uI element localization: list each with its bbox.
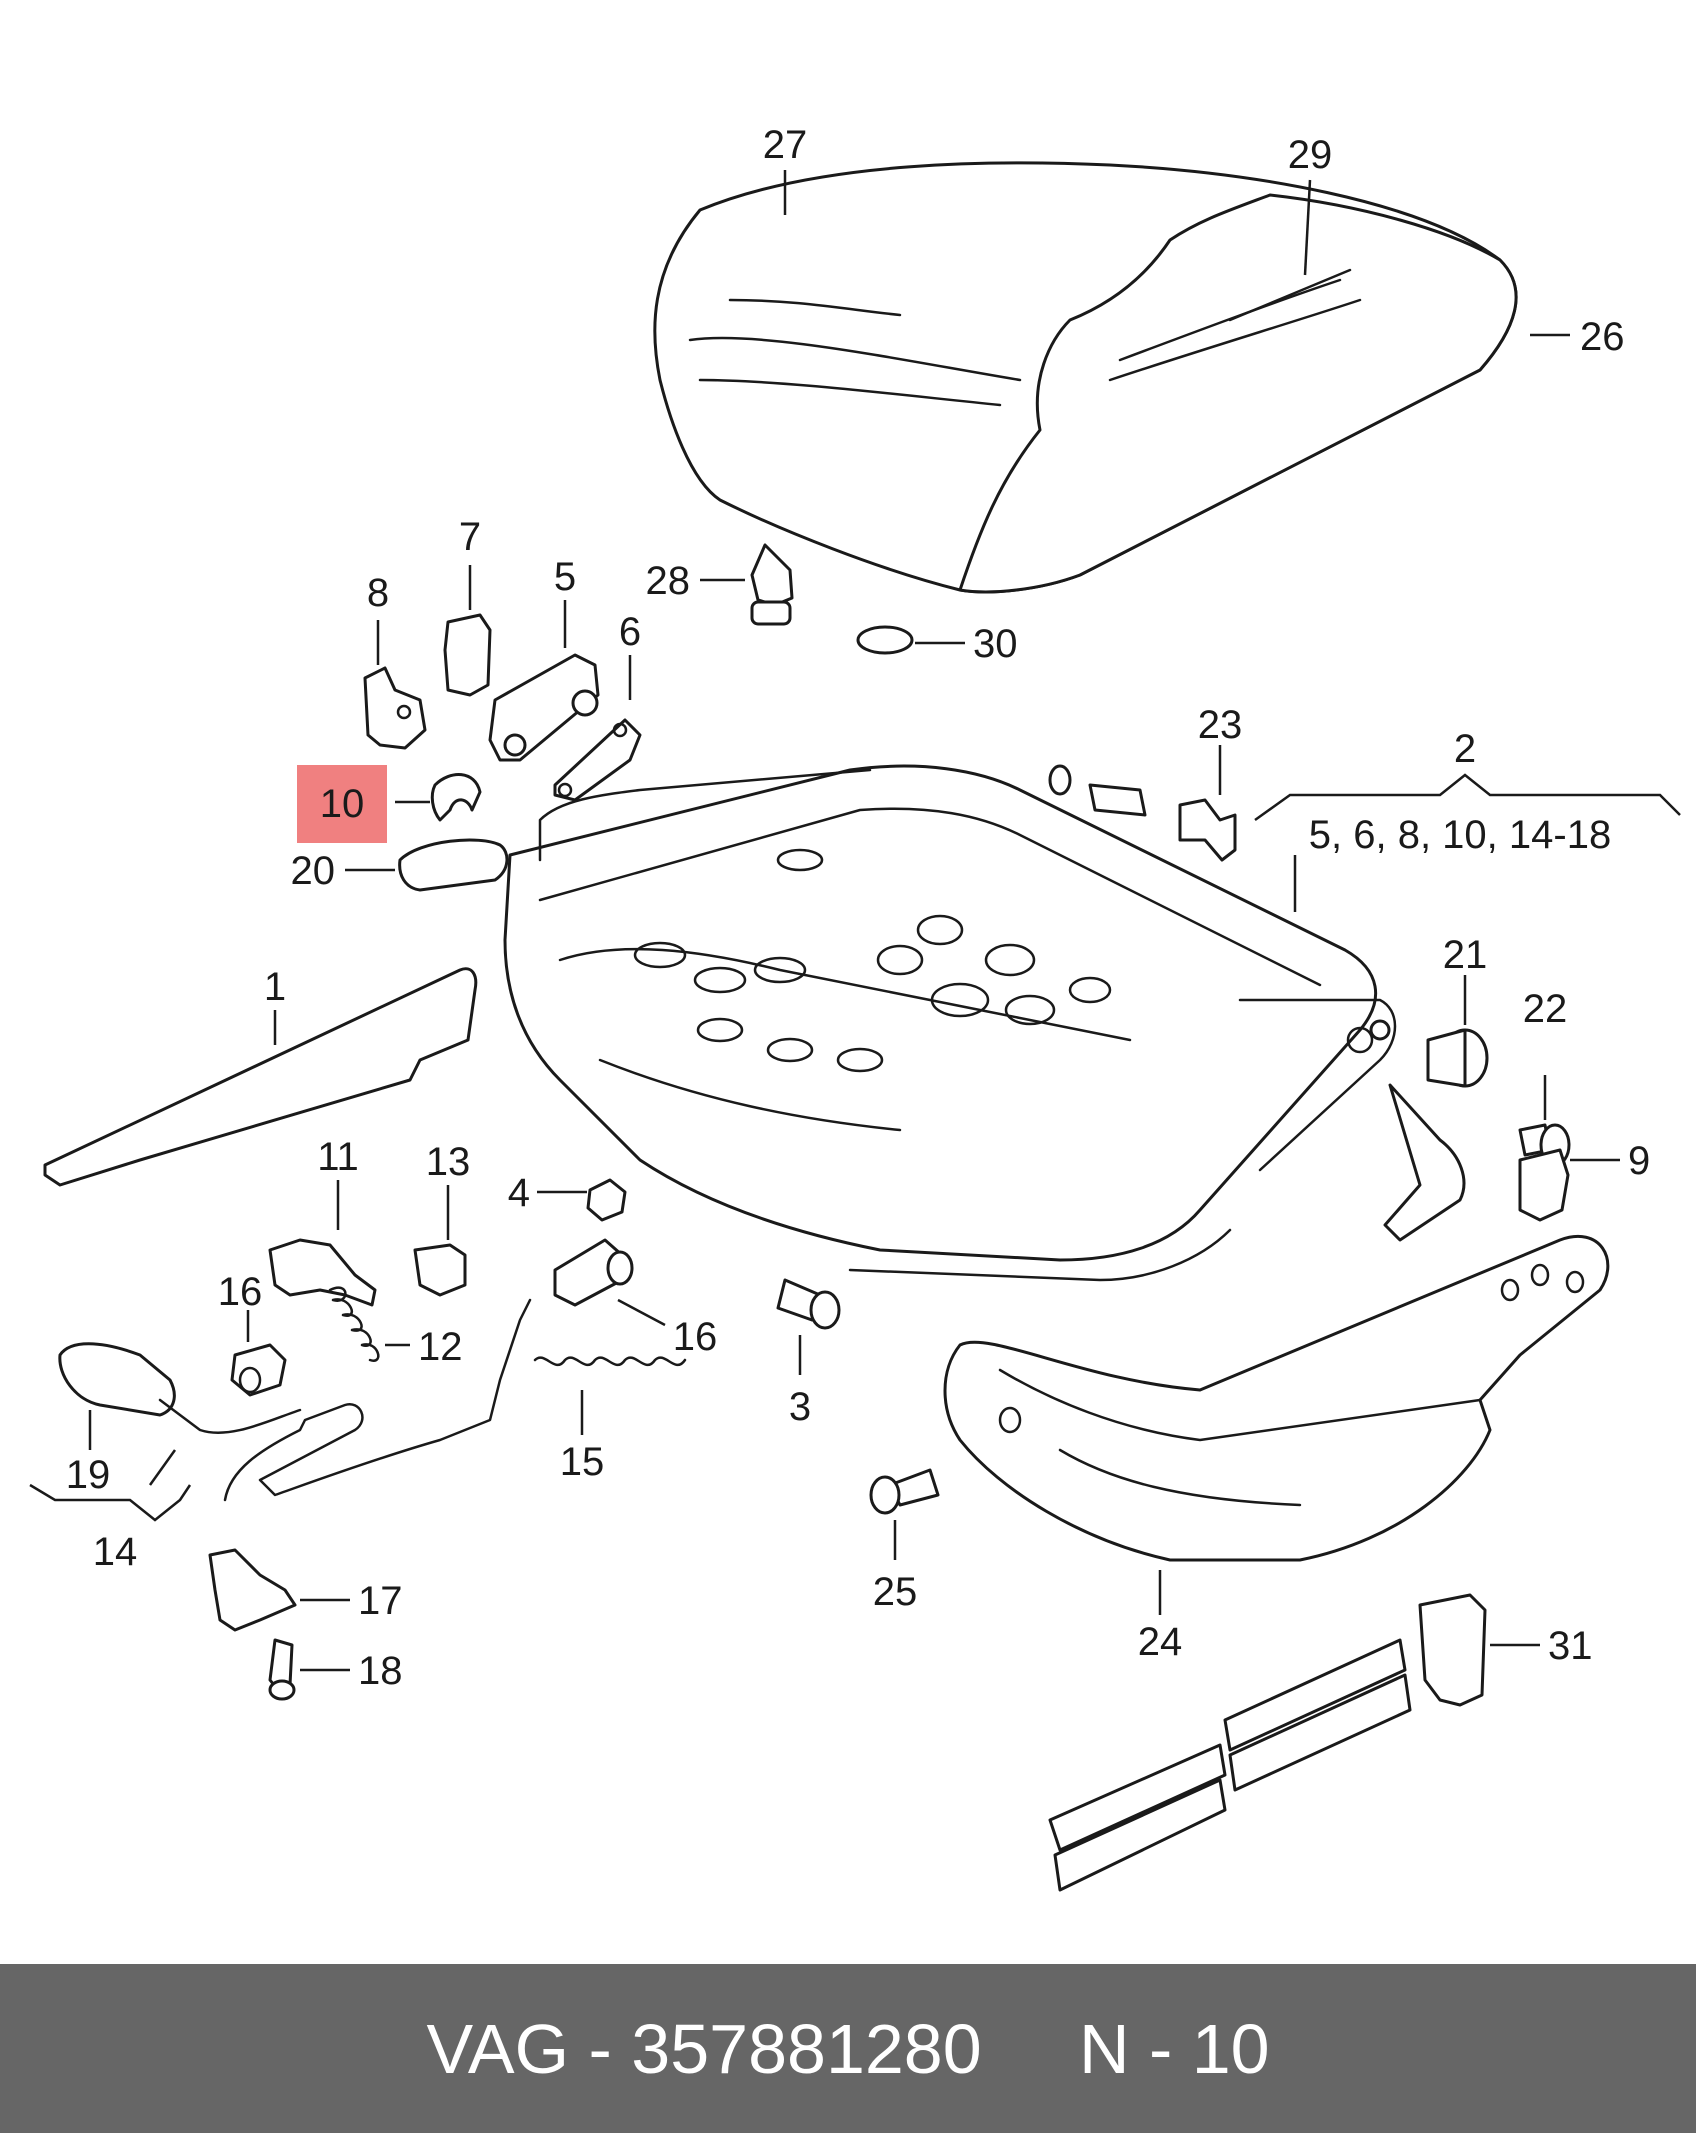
callout-20: 20 — [291, 849, 336, 893]
callout-14: 14 — [93, 1530, 138, 1574]
callout-1: 1 — [264, 965, 286, 1009]
callout-17: 17 — [358, 1579, 403, 1623]
frame-bracket — [1383, 1083, 1466, 1242]
footer-space — [612, 2009, 631, 2089]
footer-brand: VAG — [426, 2009, 570, 2088]
nut — [586, 1178, 627, 1222]
spring-12 — [328, 1286, 380, 1362]
callout-22: 22 — [1523, 987, 1568, 1031]
footer-bar: VAG - 357881280 N - 10 — [0, 1964, 1696, 2133]
spring-15 — [533, 1356, 687, 1367]
clip-16-left — [230, 1343, 287, 1397]
callout-13: 13 — [426, 1140, 471, 1184]
footer-position: N - 10 — [1078, 2009, 1270, 2088]
callout-25: 25 — [873, 1570, 918, 1614]
seat-cushion-cover — [653, 161, 1518, 594]
footer-part-number: 357881280 — [631, 2009, 982, 2088]
callout-23: 23 — [1198, 703, 1243, 747]
leader-lines — [29, 170, 1681, 1672]
trim-strips — [1048, 1638, 1412, 1892]
hinge-plate — [488, 653, 600, 762]
release-rod — [223, 1298, 532, 1502]
callout-29: 29 — [1288, 133, 1333, 177]
sleeve — [553, 1238, 634, 1307]
callout-21: 21 — [1443, 933, 1488, 977]
cap — [443, 613, 492, 697]
callout-2-group: 5, 6, 8, 10, 14-18 — [1309, 813, 1611, 857]
push-clip — [750, 543, 794, 626]
callout-9: 9 — [1628, 1139, 1650, 1183]
callout-7: 7 — [459, 515, 481, 559]
callout-31: 31 — [1548, 1624, 1593, 1668]
link — [553, 718, 642, 802]
callout-labels: 27 29 26 28 30 7 8 5 6 10 20 23 2 5, 6, … — [66, 123, 1651, 1693]
bracket — [363, 666, 427, 750]
bushing — [1426, 1028, 1489, 1088]
handle-20 — [398, 838, 509, 892]
bracket-17 — [208, 1548, 297, 1632]
lever-handle — [58, 1342, 302, 1434]
clip-10 — [430, 773, 482, 822]
callout-27: 27 — [763, 123, 808, 167]
callout-3: 3 — [789, 1385, 811, 1429]
side-trim — [43, 967, 478, 1187]
callout-30: 30 — [973, 622, 1018, 666]
clip-31 — [1418, 1593, 1487, 1707]
callout-16-left: 16 — [218, 1270, 263, 1314]
screw-25 — [869, 1468, 940, 1515]
callout-15: 15 — [560, 1440, 605, 1484]
washer — [856, 625, 914, 655]
seat-frame — [503, 764, 1397, 1282]
callout-5: 5 — [554, 555, 576, 599]
callout-10: 10 — [320, 782, 365, 826]
parts-diagram: 27 29 26 28 30 7 8 5 6 10 20 23 2 5, 6, … — [29, 123, 1681, 1892]
clip-9 — [1518, 1148, 1570, 1222]
callout-6: 6 — [619, 610, 641, 654]
part-10-highlight — [297, 765, 387, 843]
callout-28: 28 — [646, 559, 691, 603]
footer-gap — [982, 2009, 1079, 2089]
clip-13 — [413, 1243, 467, 1297]
callout-16-right: 16 — [673, 1315, 718, 1359]
callout-4: 4 — [508, 1171, 530, 1215]
callout-8: 8 — [367, 571, 389, 615]
footer-separator — [569, 2009, 588, 2089]
callout-24: 24 — [1138, 1620, 1183, 1664]
callout-19: 19 — [66, 1453, 111, 1497]
clip-23 — [1178, 798, 1237, 862]
callout-26: 26 — [1580, 315, 1625, 359]
callout-12: 12 — [418, 1325, 463, 1369]
callout-11: 11 — [317, 1135, 359, 1179]
footer-dash: - — [588, 2009, 612, 2088]
callout-2: 2 — [1454, 727, 1476, 771]
screw-18 — [268, 1638, 296, 1701]
side-cover — [943, 1234, 1610, 1562]
clip-11 — [268, 1238, 377, 1307]
screw-3 — [776, 1278, 841, 1330]
callout-18: 18 — [358, 1649, 403, 1693]
bolt-frame — [1048, 764, 1147, 817]
